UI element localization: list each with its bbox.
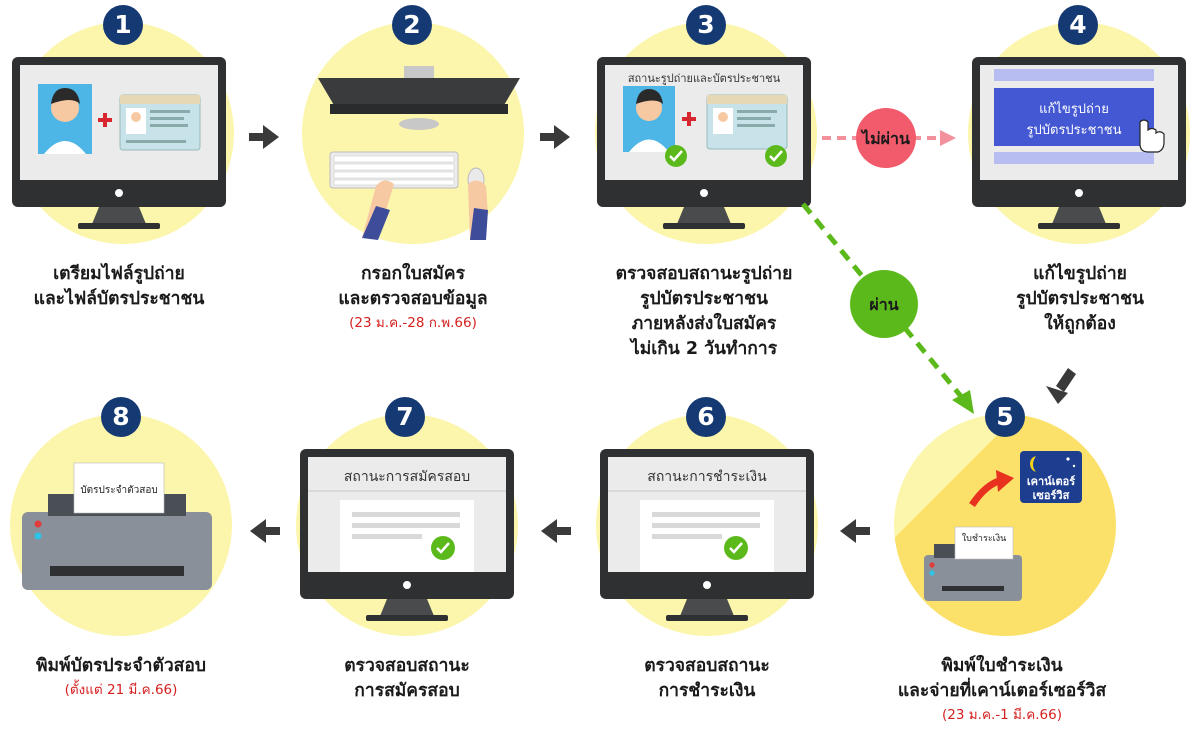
step-8-paper-label: บัตรประจำตัวสอบ bbox=[80, 485, 158, 496]
step-4-badge: 4 bbox=[1058, 5, 1098, 45]
step-3-caption-line3: ภายหลังส่งใบสมัคร bbox=[631, 314, 777, 334]
step-1-badge: 1 bbox=[103, 5, 143, 45]
arrow-6-to-7 bbox=[541, 519, 571, 543]
step-4-caption-line3: ให้ถูกต้อง bbox=[1044, 314, 1116, 334]
step-5-badge: 5 bbox=[985, 397, 1025, 437]
step-4-caption: แก้ไขรูปถ่าย รูปบัตรประชาชน ให้ถูกต้อง bbox=[950, 262, 1192, 337]
step-5-caption-line2: และจ่ายที่เคาน์เตอร์เซอร์วิส bbox=[897, 681, 1107, 701]
step-7-caption: ตรวจสอบสถานะ การสมัครสอบ bbox=[277, 654, 537, 704]
step-2-badge: 2 bbox=[392, 5, 432, 45]
step-5-logo-line2: เซอร์วิส bbox=[1032, 489, 1070, 502]
step-5-logo-line1: เคาน์เตอร์ bbox=[1026, 475, 1076, 488]
step-7-badge: 7 bbox=[385, 397, 425, 437]
step-8-badge: 8 bbox=[101, 397, 141, 437]
step-4-screen-line1: แก้ไขรูปถ่าย bbox=[1039, 102, 1109, 117]
step-6-caption-line1: ตรวจสอบสถานะ bbox=[644, 656, 770, 676]
step-3-caption-line4: ไม่เกิน 2 วันทำการ bbox=[630, 339, 778, 359]
step-7-screen-title: สถานะการสมัครสอบ bbox=[343, 469, 471, 485]
step-8-caption: พิมพ์บัตรประจำตัวสอบ (ตั้งแต่ 21 มี.ค.66… bbox=[0, 654, 251, 701]
step-6-badge: 6 bbox=[686, 397, 726, 437]
pass-branch-badge bbox=[850, 270, 918, 338]
step-6-caption-line2: การชำระเงิน bbox=[658, 681, 756, 701]
step-3-screen-title: สถานะรูปถ่ายและบัตรประชาชน bbox=[627, 72, 781, 85]
step-4-caption-line1: แก้ไขรูปถ่าย bbox=[1033, 264, 1127, 284]
step-3-caption-line1: ตรวจสอบสถานะรูปถ่าย bbox=[615, 264, 793, 284]
step-2-caption-line2: และตรวจสอบข้อมูล bbox=[338, 289, 488, 309]
step-3-caption: ตรวจสอบสถานะรูปถ่าย รูปบัตรประชาชน ภายหล… bbox=[574, 262, 834, 362]
step-8-date: (ตั้งแต่ 21 มี.ค.66) bbox=[64, 682, 178, 698]
fail-branch-arrowhead bbox=[940, 130, 956, 146]
step-6-caption: ตรวจสอบสถานะ การชำระเงิน bbox=[577, 654, 837, 704]
arrow-7-to-8 bbox=[250, 519, 280, 543]
fail-branch-badge bbox=[856, 108, 916, 168]
step-2-date: (23 ม.ค.-28 ก.พ.66) bbox=[349, 315, 477, 331]
step-1-caption: เตรียมไฟล์รูปถ่าย และไฟล์บัตรประชาชน bbox=[0, 262, 249, 312]
pass-branch-arrowhead bbox=[952, 390, 974, 414]
step-2-caption-line1: กรอกใบสมัคร bbox=[360, 264, 466, 284]
step-6-screen-title: สถานะการชำระเงิน bbox=[647, 469, 767, 485]
step-4-screen-line2: รูปบัตรประชาชน bbox=[1026, 123, 1122, 138]
step-5-caption: พิมพ์ใบชำระเงิน และจ่ายที่เคาน์เตอร์เซอร… bbox=[852, 654, 1152, 726]
step-1-caption-line2: และไฟล์บัตรประชาชน bbox=[33, 289, 205, 309]
step-3-caption-line2: รูปบัตรประชาชน bbox=[640, 289, 768, 309]
arrow-4-to-5 bbox=[1046, 368, 1076, 404]
step-3-badge: 3 bbox=[686, 5, 726, 45]
step-2-caption: กรอกใบสมัคร และตรวจสอบข้อมูล (23 ม.ค.-28… bbox=[283, 262, 543, 334]
arrow-5-to-6 bbox=[840, 519, 870, 543]
step-8-caption-line1: พิมพ์บัตรประจำตัวสอบ bbox=[36, 656, 206, 676]
arrow-1-to-2 bbox=[249, 125, 279, 149]
fail-branch-label: ไม่ผ่าน bbox=[862, 129, 910, 148]
arrow-2-to-3 bbox=[540, 125, 570, 149]
step-1-caption-line1: เตรียมไฟล์รูปถ่าย bbox=[53, 264, 185, 284]
pass-branch-label: ผ่าน bbox=[869, 295, 899, 314]
step-5-paper-label: ใบชำระเงิน bbox=[961, 534, 1007, 544]
step-7-caption-line1: ตรวจสอบสถานะ bbox=[344, 656, 470, 676]
step-7-caption-line2: การสมัครสอบ bbox=[354, 681, 460, 701]
step-5-date: (23 ม.ค.-1 มี.ค.66) bbox=[942, 707, 1062, 723]
step-5-caption-line1: พิมพ์ใบชำระเงิน bbox=[941, 656, 1063, 676]
step-4-caption-line2: รูปบัตรประชาชน bbox=[1016, 289, 1144, 309]
